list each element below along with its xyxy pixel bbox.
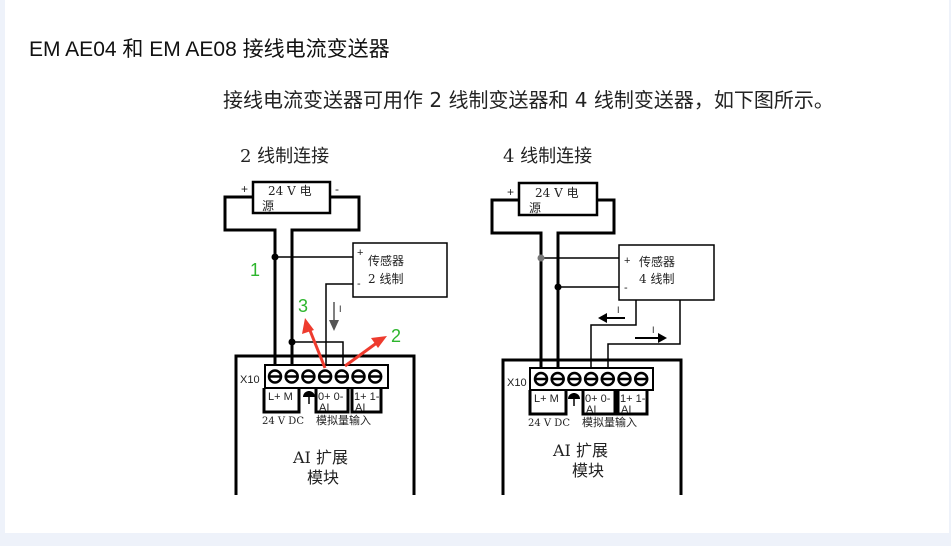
- power-supply-box: [517, 181, 599, 217]
- terminal-label-lm: L+ M: [534, 393, 559, 405]
- ai1-terminal-box: [350, 388, 383, 414]
- ground-icon: [303, 391, 315, 404]
- module-label: AI 扩展: [552, 441, 608, 460]
- terminal-block-label: X10: [507, 377, 527, 389]
- section-heading: EM AE04 和 EM AE08 接线电流变送器: [29, 38, 390, 61]
- terminal-label-ai0-ai: AI: [319, 402, 329, 414]
- diagram-caption: 2 线制连接: [240, 146, 329, 167]
- page-margin-right: [949, 0, 951, 546]
- annotation-1: 1: [250, 260, 260, 280]
- arrow-right-icon: [658, 333, 667, 343]
- annotation-arrow-2: [344, 336, 387, 368]
- sensor-box: [352, 242, 448, 298]
- terminal-label-ai0: 0+ 0-: [585, 393, 611, 405]
- wire-lplus: [223, 195, 277, 370]
- supply-label: 24 V DC: [528, 418, 570, 429]
- sensor-label: 传感器: [368, 253, 404, 268]
- junction-dot: [537, 254, 545, 262]
- supply-terminal-box: [528, 390, 568, 416]
- intro-paragraph: 接线电流变送器可用作 2 线制变送器和 4 线制变送器，如下图所示。: [223, 88, 834, 112]
- ai1-terminal-box: [616, 390, 649, 416]
- junction-dot: [271, 253, 279, 261]
- supply-label: 24 V DC: [262, 416, 304, 427]
- annotation-3: 3: [298, 296, 308, 316]
- current-label: I: [339, 304, 342, 314]
- annotation-2: 2: [391, 326, 401, 346]
- power-label: 24 V 电: [268, 184, 312, 198]
- power-label-2: 源: [262, 199, 274, 213]
- module-label-2: 模块: [307, 468, 339, 487]
- current-label: I: [652, 325, 655, 335]
- power-plus: +: [507, 185, 514, 199]
- sensor-box: [618, 244, 715, 301]
- wire-m: [556, 198, 616, 373]
- junction-dot: [288, 338, 296, 346]
- annotation-arrow-3: [302, 318, 327, 369]
- arrow-down-icon: [329, 320, 339, 331]
- terminal-label-lm: L+ M: [268, 391, 293, 403]
- wire-bridge: [292, 341, 344, 370]
- terminal-label-ai1-ai: AI: [355, 402, 365, 414]
- input-label: 模拟量输入: [582, 415, 637, 429]
- input-label: 模拟量输入: [316, 413, 371, 427]
- terminal-label-ai1: 1+ 1-: [620, 393, 646, 405]
- power-supply-box: [251, 180, 332, 215]
- terminals: [533, 371, 649, 387]
- sensor-label-2: 2 线制: [368, 272, 403, 286]
- sensor-label-2: 4 线制: [639, 272, 674, 286]
- terminal-label-ai0: 0+ 0-: [318, 391, 344, 403]
- diagram-caption: 4 线制连接: [503, 146, 592, 167]
- power-label: 24 V 电: [535, 186, 579, 200]
- ai0-terminal-box: [314, 388, 350, 414]
- terminal-block-label: X10: [240, 374, 260, 386]
- sensor-label: 传感器: [639, 254, 675, 269]
- diagram-2-wire: 2 线制连接 24 V 电 源 + - + - 传感器 2 线制 I X10 L…: [223, 146, 448, 495]
- ai-module-box: [501, 358, 683, 495]
- sensor-plus: +: [357, 247, 363, 259]
- wire-lplus: [490, 198, 543, 373]
- sensor-minus: -: [357, 278, 361, 290]
- sensor-minus: -: [624, 282, 628, 294]
- page-margin: [0, 0, 5, 546]
- wire-m: [290, 195, 361, 370]
- supply-terminal-box: [262, 388, 301, 414]
- terminals: [267, 369, 383, 384]
- wire-signal-out: [590, 300, 637, 373]
- ground-icon: [568, 393, 580, 406]
- power-label-2: 源: [529, 201, 541, 215]
- module-label-2: 模块: [572, 461, 604, 480]
- power-plus: +: [241, 182, 248, 196]
- module-label: AI 扩展: [292, 448, 348, 467]
- terminal-label-ai1: 1+ 1-: [354, 391, 380, 403]
- arrow-left-icon: [598, 313, 607, 323]
- terminal-label-ai1-ai: AI: [621, 404, 631, 416]
- power-minus: -: [335, 182, 339, 196]
- sensor-plus: +: [624, 255, 630, 267]
- junction-dot: [554, 283, 562, 291]
- terminal-label-ai0-ai: AI: [586, 404, 596, 416]
- ai0-terminal-box: [581, 390, 617, 416]
- diagram-4-wire: 4 线制连接 24 V 电 源 + + - 传感器 4 线制 I I X10 L…: [490, 146, 715, 495]
- ai-module-box: [234, 354, 416, 495]
- page-footer-band: [0, 533, 951, 546]
- current-label: I: [617, 305, 620, 315]
